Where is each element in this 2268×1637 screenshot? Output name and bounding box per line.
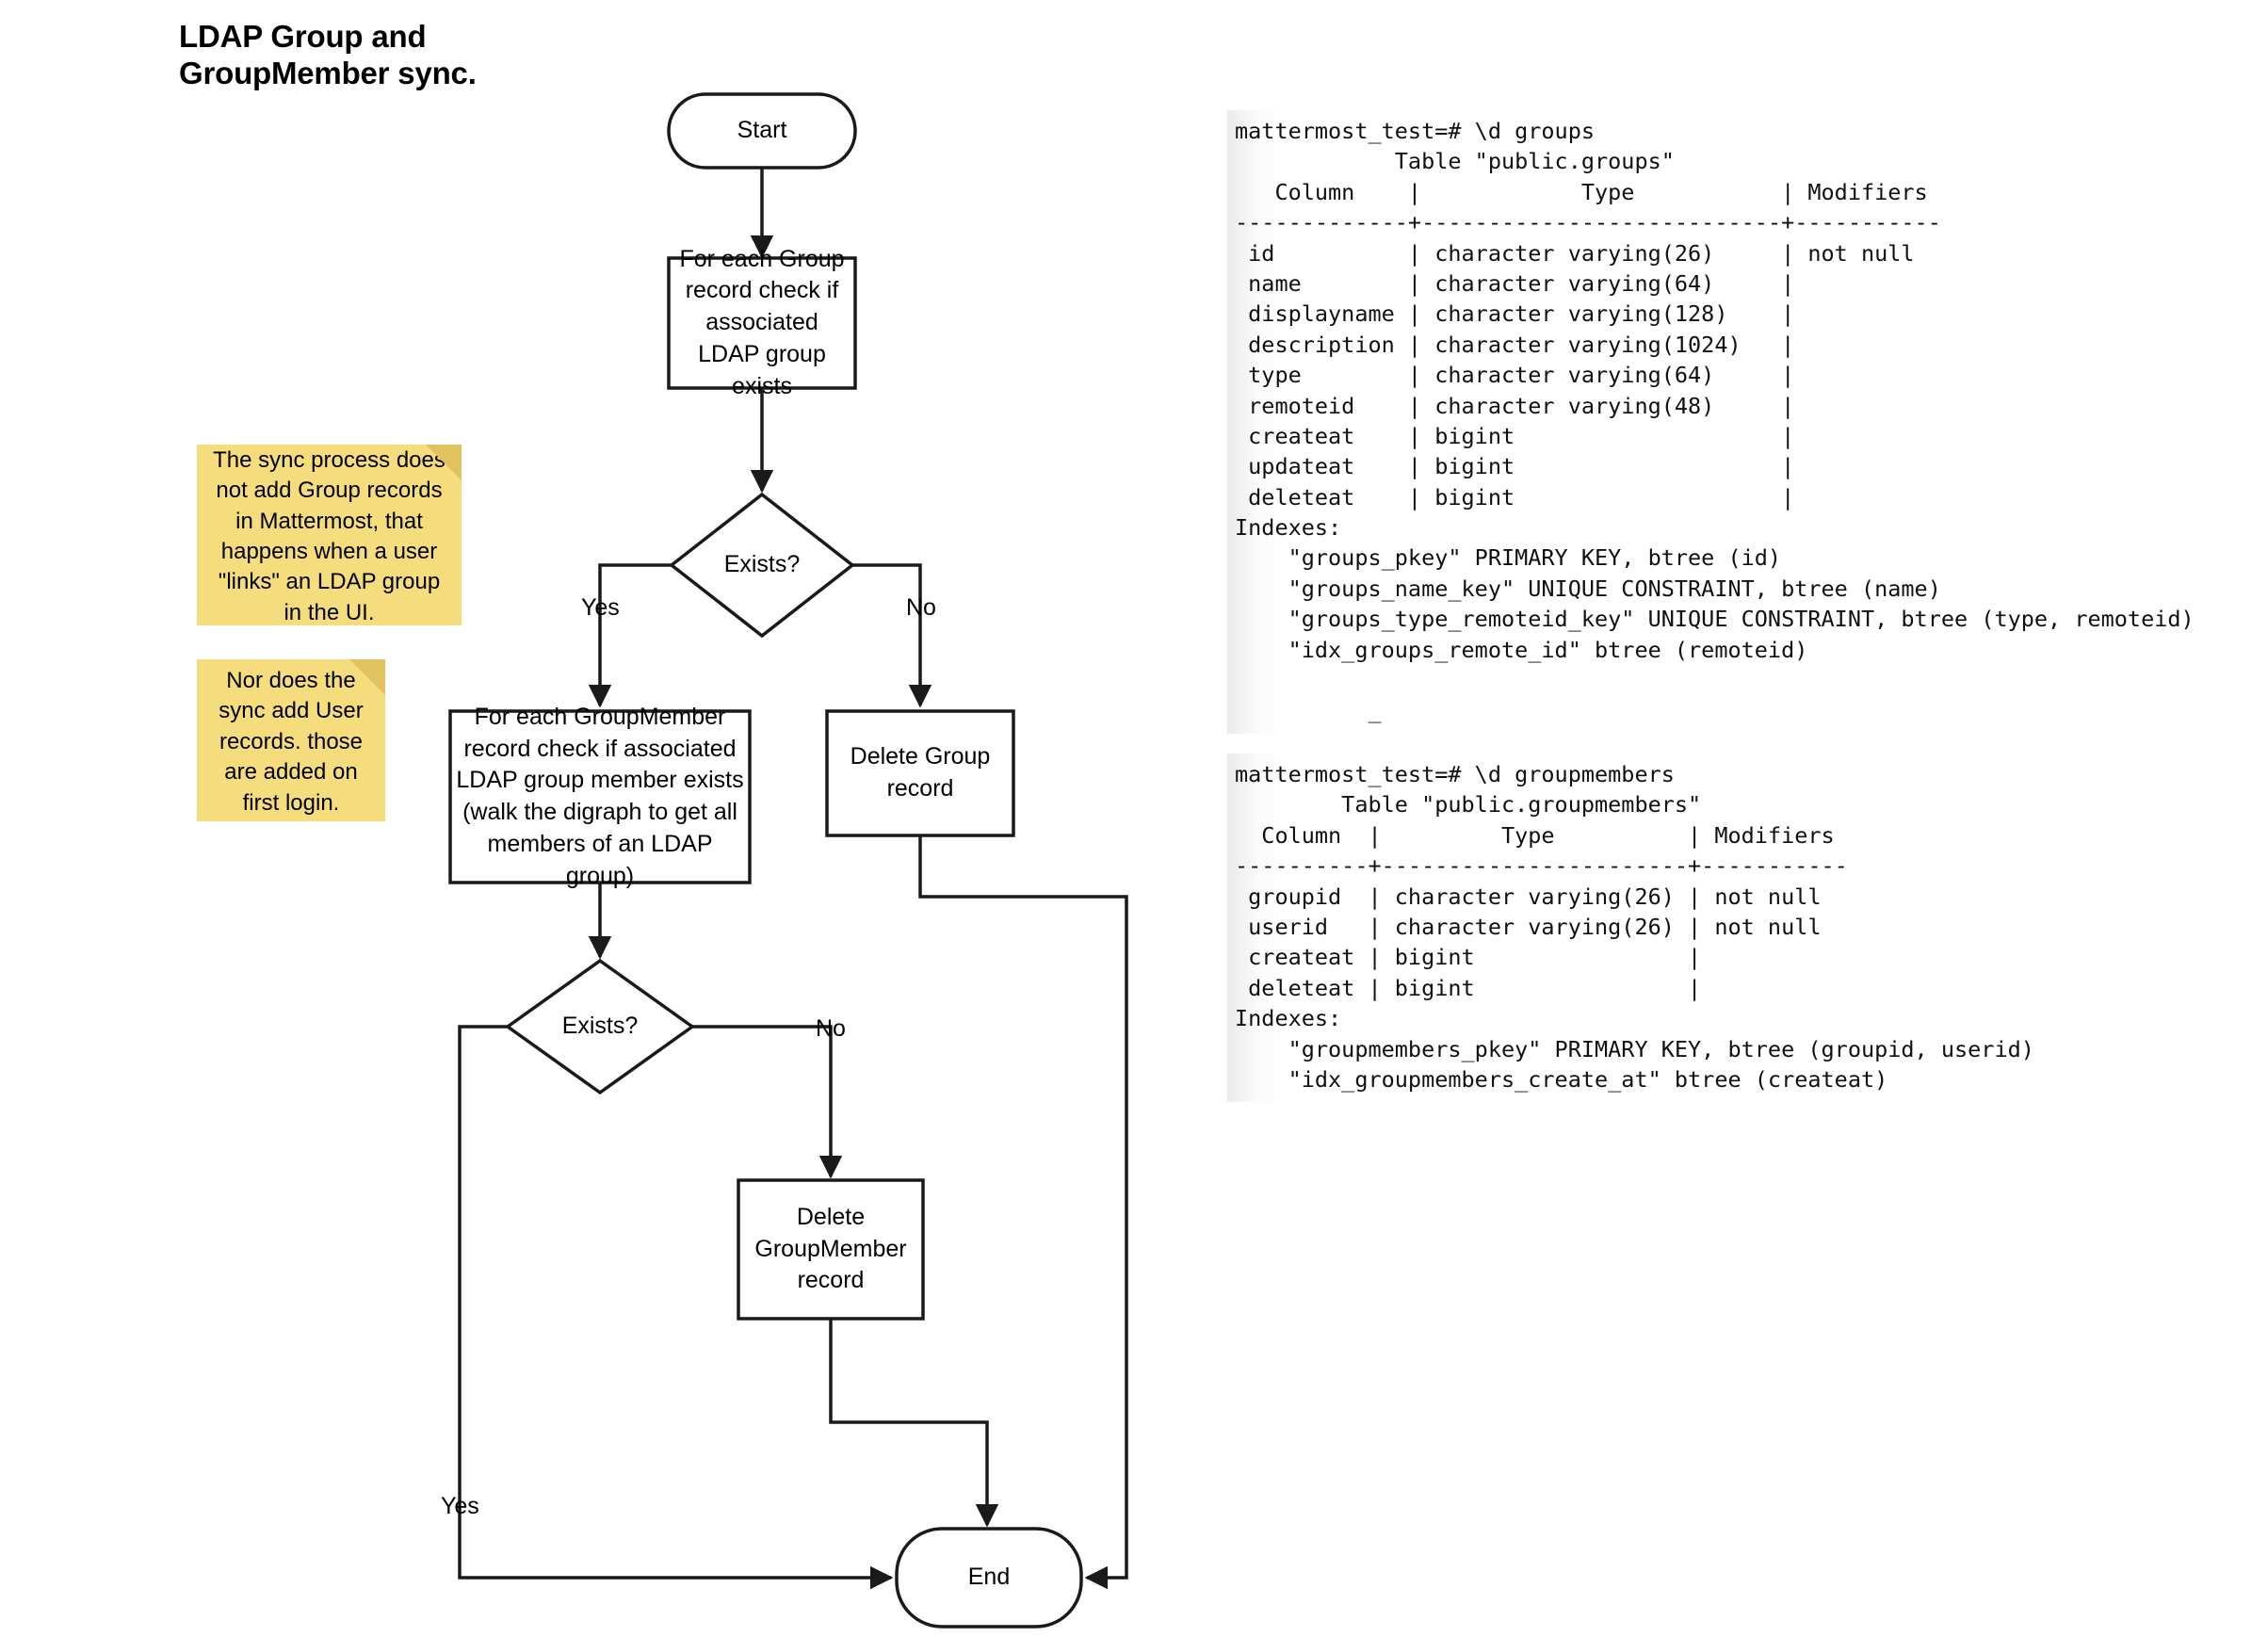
edge-decision1-no: [852, 563, 932, 708]
terminal-line: "groups_pkey" PRIMARY KEY, btree (id): [1235, 544, 1782, 572]
node-decision-group-exists-shape[interactable]: [669, 492, 855, 639]
terminal-line: "groups_type_remoteid_key" UNIQUE CONSTR…: [1235, 606, 2195, 633]
node-delete-groupmember-shape[interactable]: [737, 1178, 925, 1321]
terminal-line: type | character varying(64) |: [1235, 362, 1795, 389]
edge-decision1-yes: [588, 563, 672, 708]
terminal-line: ----------+-----------------------+-----…: [1235, 852, 1848, 880]
page-title: LDAP Group and GroupMember sync.: [179, 19, 669, 92]
edge-delete-group-to-end: [918, 835, 1128, 1590]
terminal-line: deleteat | bigint |: [1235, 974, 1702, 1001]
node-delete-group-shape[interactable]: [825, 709, 1015, 837]
terminal-line: userid | character varying(26) | not nul…: [1235, 913, 1822, 940]
edge-decision2-no: [692, 1025, 843, 1179]
terminal-line: "groupmembers_pkey" PRIMARY KEY, btree (…: [1235, 1035, 2034, 1062]
terminal-line: Table "public.groups": [1235, 148, 1675, 175]
edge-label-group-yes: Yes: [581, 594, 620, 621]
node-for-each-group-shape[interactable]: [667, 256, 857, 390]
terminal-line: "groups_name_key" UNIQUE CONSTRAINT, btr…: [1235, 575, 1941, 602]
terminal-line: createat | bigint |: [1235, 944, 1702, 971]
node-start-shape[interactable]: [667, 92, 857, 170]
terminal-line: [1235, 665, 2244, 695]
terminal-line: "idx_groupmembers_create_at" btree (crea…: [1235, 1065, 1888, 1093]
terminal-line: mattermost_test=# \d groups: [1235, 118, 1596, 144]
sticky-note-user-records[interactable]: Nor does the sync add User records. thos…: [197, 659, 385, 821]
terminal-line: updateat | bigint |: [1235, 453, 1795, 480]
sticky-note-user-records-text: Nor does the sync add User records. thos…: [219, 668, 364, 816]
terminal-line: remoteid | character varying(48) |: [1235, 392, 1795, 419]
terminal-line: _: [1235, 697, 1382, 724]
terminal-line: description | character varying(1024) |: [1235, 331, 1795, 358]
page-title-line-2: GroupMember sync.: [179, 55, 477, 90]
terminal-line: Column | Type | Modifiers: [1235, 178, 1928, 205]
page-title-line-1: LDAP Group and: [179, 19, 427, 54]
terminal-line: Indexes:: [1235, 514, 1342, 542]
sticky-note-group-records-text: The sync process does not add Group reco…: [213, 446, 446, 625]
terminal-line: name | character varying(64) |: [1235, 269, 1795, 297]
terminal-line: Column | Type | Modifiers: [1235, 821, 1835, 849]
edge-label-group-no: No: [906, 594, 936, 621]
terminal-line: deleteat | bigint |: [1235, 483, 1795, 511]
edge-decision2-yes: [458, 1025, 894, 1590]
terminal-line: mattermost_test=# \d groupmembers: [1235, 761, 1675, 787]
terminal-line: createat | bigint |: [1235, 422, 1795, 449]
edge-delete-groupmember-to-end: [829, 1319, 999, 1528]
terminal-line: Indexes:: [1235, 1005, 1342, 1032]
terminal-line: displayname | character varying(128) |: [1235, 300, 1795, 328]
node-decision-member-exists-shape[interactable]: [504, 958, 696, 1095]
terminal-line: id | character varying(26) | not null: [1235, 239, 1915, 267]
terminal-groups-table: mattermost_test=# \d groups Table "publi…: [1227, 110, 2244, 734]
terminal-line: "idx_groups_remote_id" btree (remoteid): [1235, 636, 1808, 663]
terminal-line: -------------+--------------------------…: [1235, 209, 1941, 236]
terminal-groupmembers-table: mattermost_test=# \d groupmembers Table …: [1227, 754, 2244, 1103]
terminal-line: groupid | character varying(26) | not nu…: [1235, 883, 1822, 910]
edge-label-member-no: No: [816, 1015, 846, 1042]
note-fold-corner-icon: [349, 659, 385, 695]
node-for-each-groupmember-shape[interactable]: [448, 709, 752, 884]
note-fold-corner-icon: [426, 445, 462, 480]
terminal-line: Table "public.groupmembers": [1235, 791, 1702, 818]
node-end-shape[interactable]: [895, 1527, 1083, 1629]
edge-label-member-yes: Yes: [441, 1493, 479, 1519]
sticky-note-group-records[interactable]: The sync process does not add Group reco…: [197, 445, 462, 625]
